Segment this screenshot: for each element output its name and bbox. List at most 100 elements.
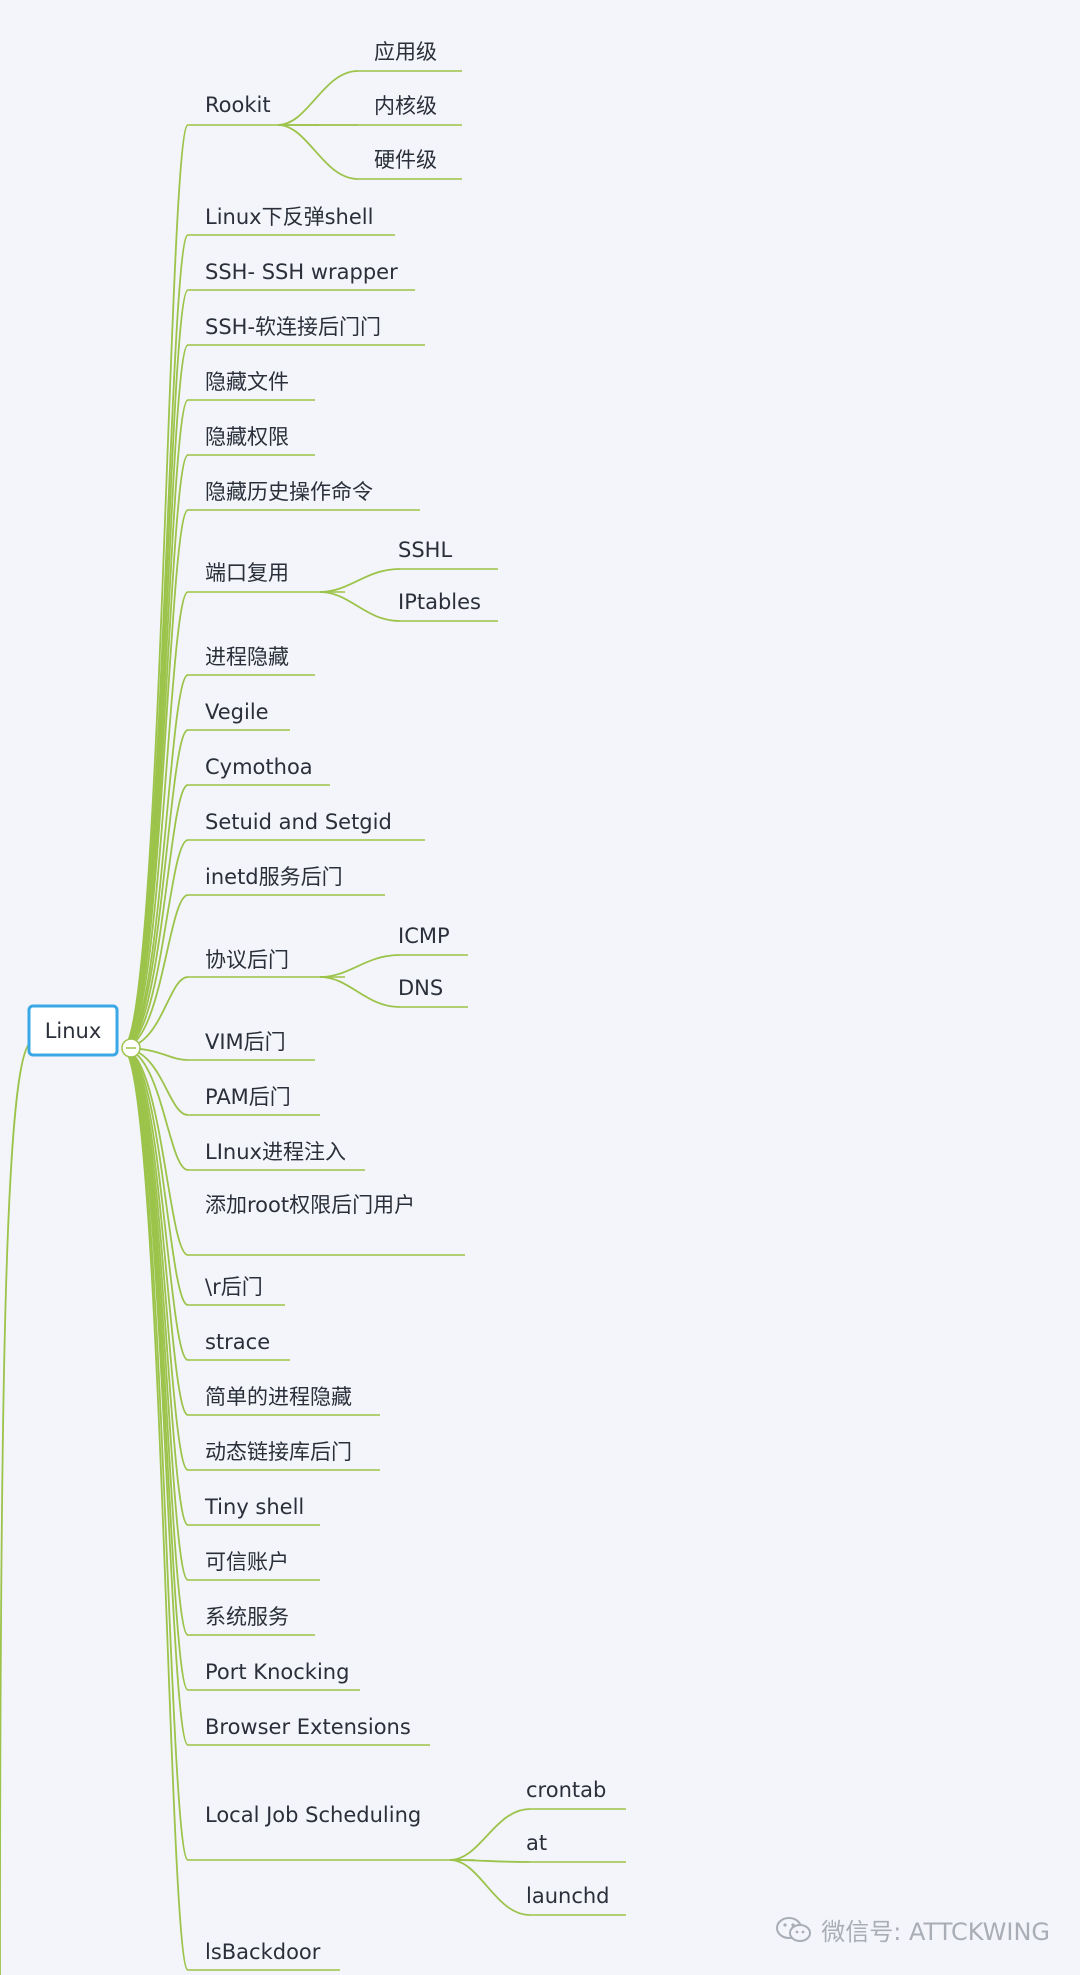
topic-进程隐藏[interactable]: 进程隐藏 <box>205 645 289 669</box>
topic-label: 端口复用 <box>205 561 289 585</box>
topic-r后门[interactable]: \r后门 <box>205 1275 263 1299</box>
branch-edge <box>121 1047 189 1971</box>
branch-edge <box>121 509 189 1049</box>
topic-label: inetd服务后门 <box>205 865 343 889</box>
subtopic-icmp[interactable]: ICMP <box>398 924 450 948</box>
topic-label: 隐藏权限 <box>205 425 289 449</box>
topic-label: strace <box>205 1330 270 1354</box>
child-edge <box>319 954 401 978</box>
child-edge <box>449 1859 531 1863</box>
subtopic-label: IPtables <box>398 590 481 614</box>
subtopic-label: DNS <box>398 976 443 1000</box>
subtopic-内核级[interactable]: 内核级 <box>374 94 437 118</box>
subtopic-硬件级[interactable]: 硬件级 <box>374 148 437 172</box>
topic-cymothoa[interactable]: Cymothoa <box>205 755 313 779</box>
branch-edge <box>121 1047 189 1526</box>
topic-inetd服务后门[interactable]: inetd服务后门 <box>205 865 343 889</box>
topic-label: Rookit <box>205 93 271 117</box>
topic-系统服务[interactable]: 系统服务 <box>205 1605 289 1629</box>
topic-label: 隐藏文件 <box>205 370 289 394</box>
topic-vim后门[interactable]: VIM后门 <box>205 1030 286 1054</box>
topic-label: Local Job Scheduling <box>205 1803 421 1827</box>
child-edge <box>319 976 401 1008</box>
topic-label: 进程隐藏 <box>205 645 289 669</box>
topic-label: Cymothoa <box>205 755 313 779</box>
watermark-text: 微信号: ATTCKWING <box>821 1918 1050 1946</box>
subtopic-label: 内核级 <box>374 94 437 118</box>
branch-edge <box>121 674 189 1049</box>
topic-label: SSH- SSH wrapper <box>205 260 398 284</box>
topic-端口复用[interactable]: 端口复用 <box>205 561 289 585</box>
topic-label: LInux进程注入 <box>205 1140 346 1164</box>
parent-connector <box>0 1042 31 1975</box>
branch-edge <box>121 729 189 1049</box>
subtopic-launchd[interactable]: launchd <box>526 1884 610 1908</box>
branch-edge <box>121 1047 189 1361</box>
topic-动态链接库后门[interactable]: 动态链接库后门 <box>205 1440 352 1464</box>
topic-label: 动态链接库后门 <box>205 1440 352 1464</box>
topic-rookit[interactable]: Rookit <box>205 93 271 117</box>
child-edge <box>319 591 401 622</box>
topic-setuid-and-setgid[interactable]: Setuid and Setgid <box>205 810 392 834</box>
subtopic-crontab[interactable]: crontab <box>526 1778 606 1802</box>
wechat-icon <box>776 1916 812 1942</box>
topic-linux进程注入[interactable]: LInux进程注入 <box>205 1140 346 1164</box>
branch-edge <box>121 1047 189 1416</box>
topic-pam后门[interactable]: PAM后门 <box>205 1085 291 1109</box>
topic-隐藏历史操作命令[interactable]: 隐藏历史操作命令 <box>205 480 373 504</box>
topic-添加root权限后门用户[interactable]: 添加root权限后门用户 <box>205 1193 415 1217</box>
topic-strace[interactable]: strace <box>205 1330 270 1354</box>
topic-linux下反弹shell[interactable]: Linux下反弹shell <box>205 205 373 229</box>
topic-label: 系统服务 <box>205 1605 289 1629</box>
topic-label: Port Knocking <box>205 1660 349 1684</box>
topic-label: 可信账户 <box>205 1550 289 1574</box>
topic-label: Browser Extensions <box>205 1715 411 1739</box>
branch-edge <box>121 1047 189 1861</box>
topic-label: SSH-软连接后门门 <box>205 315 381 339</box>
watermark: 微信号: ATTCKWING <box>775 1912 1050 1947</box>
topic-vegile[interactable]: Vegile <box>205 700 269 724</box>
root-node[interactable]: Linux <box>27 1004 119 1057</box>
topic-lsbackdoor[interactable]: lsBackdoor <box>205 1940 321 1964</box>
subtopic-label: at <box>526 1831 547 1855</box>
topic-隐藏文件[interactable]: 隐藏文件 <box>205 370 289 394</box>
subtopic-应用级[interactable]: 应用级 <box>374 40 437 64</box>
topic-local-job-scheduling[interactable]: Local Job Scheduling <box>205 1803 421 1827</box>
child-edge <box>277 124 359 180</box>
topic-label: PAM后门 <box>205 1085 291 1109</box>
subtopic-label: ICMP <box>398 924 450 948</box>
topic-协议后门[interactable]: 协议后门 <box>205 948 289 972</box>
branch-edge <box>121 591 189 1049</box>
subtopic-label: SSHL <box>398 538 452 562</box>
topic-label: Tiny shell <box>204 1495 304 1519</box>
topic-label: Vegile <box>205 700 269 724</box>
subtopic-label: launchd <box>526 1884 610 1908</box>
topic-tiny-shell[interactable]: Tiny shell <box>204 1495 304 1519</box>
topic-ssh-ssh-wrapper[interactable]: SSH- SSH wrapper <box>205 260 398 284</box>
subtopic-dns[interactable]: DNS <box>398 976 443 1000</box>
branch-edge <box>121 1047 189 1471</box>
branch-edge <box>121 1047 189 1746</box>
collapse-toggle[interactable] <box>121 1038 141 1058</box>
topic-label: VIM后门 <box>205 1030 286 1054</box>
topic-可信账户[interactable]: 可信账户 <box>205 1550 289 1574</box>
subtopic-label: 硬件级 <box>374 148 437 172</box>
child-edge <box>449 1859 531 1916</box>
branch-edge <box>121 784 189 1049</box>
branch-edge <box>121 1047 189 1306</box>
topic-port-knocking[interactable]: Port Knocking <box>205 1660 349 1684</box>
topic-label: 简单的进程隐藏 <box>205 1385 352 1409</box>
topic-label: Linux下反弹shell <box>205 205 373 229</box>
topic-简单的进程隐藏[interactable]: 简单的进程隐藏 <box>205 1385 352 1409</box>
subtopic-at[interactable]: at <box>526 1831 547 1855</box>
subtopic-sshl[interactable]: SSHL <box>398 538 452 562</box>
topic-ssh-软连接后门门[interactable]: SSH-软连接后门门 <box>205 315 381 339</box>
child-edge <box>449 1808 531 1861</box>
root-label: Linux <box>45 1019 102 1043</box>
subtopic-iptables[interactable]: IPtables <box>398 590 481 614</box>
topic-browser-extensions[interactable]: Browser Extensions <box>205 1715 411 1739</box>
subtopic-label: crontab <box>526 1778 606 1802</box>
topic-隐藏权限[interactable]: 隐藏权限 <box>205 425 289 449</box>
